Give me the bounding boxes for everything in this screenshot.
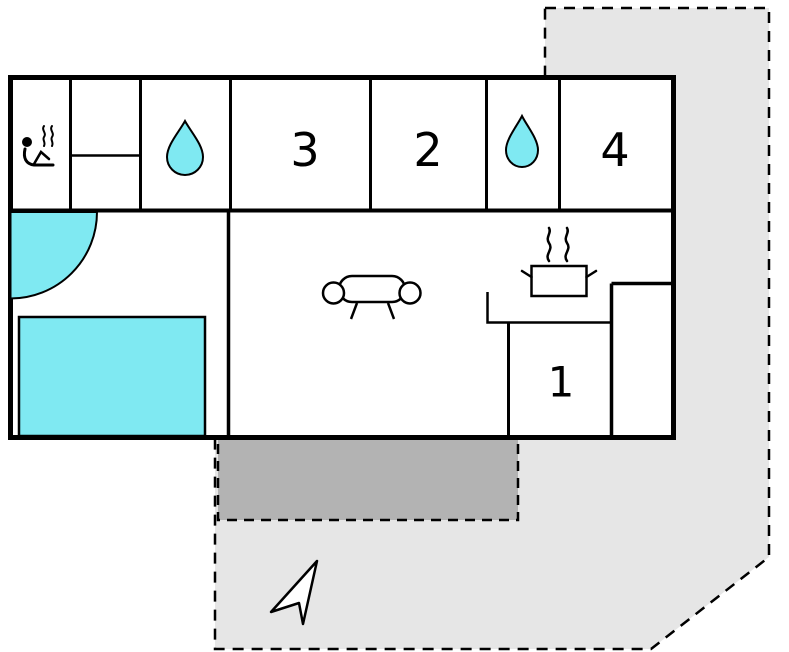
water-drop-icon [504,113,540,169]
sofa-icon [321,274,422,320]
north-arrow-icon [269,559,319,626]
sofa-body [337,274,407,304]
steam-squiggle [564,226,570,263]
person-leg [32,150,51,166]
terrace [216,436,520,522]
house [8,75,676,440]
door-swing-icon [9,211,99,300]
pool [17,315,207,438]
pot-handle [585,269,598,279]
sofa-armrest [398,281,422,305]
steam-squiggle [546,226,552,263]
room-3-label: 3 [290,123,319,177]
room-2-label: 2 [413,123,442,177]
room-4-label: 4 [600,123,629,177]
pot [530,264,588,298]
stove-steam-icon [520,226,598,298]
pot-handle [520,269,533,279]
sofa-leg [386,302,396,320]
sauna-icon [22,125,55,167]
room-1-label: 1 [548,358,575,407]
kitchen-counter [486,292,612,324]
steam-squiggle [42,125,46,147]
room-labels: 3 2 4 1 [290,123,629,407]
sofa-leg [349,302,359,320]
water-drop-icon [165,118,205,177]
sofa-armrest [321,281,346,305]
person-head [22,137,32,147]
steam-squiggle [50,125,54,147]
interior-walls [10,77,674,438]
